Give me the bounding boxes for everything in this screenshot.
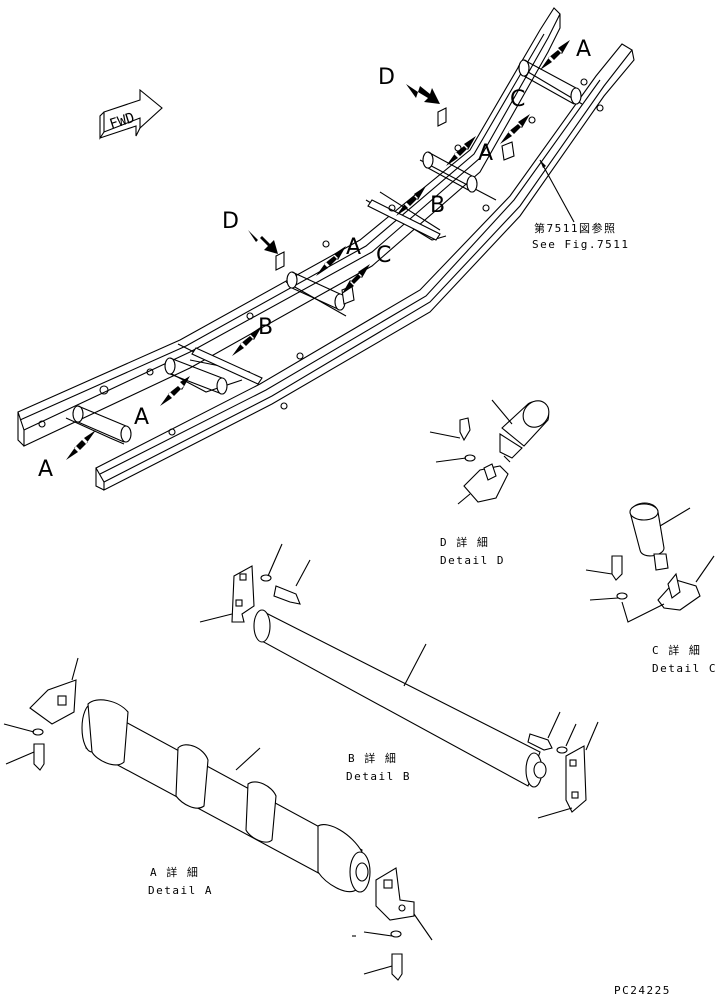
cross-tube-upper bbox=[422, 151, 478, 193]
fwd-arrow-icon bbox=[99, 88, 163, 140]
detail-c-drawing bbox=[585, 502, 715, 623]
callout-a4: A bbox=[478, 141, 493, 166]
detail-c-jp: C 詳 細 bbox=[652, 643, 701, 657]
detail-a-right-bracket bbox=[375, 867, 415, 921]
detail-b-drawing bbox=[199, 543, 599, 819]
detail-a-jp: A 詳 細 bbox=[150, 865, 199, 879]
detail-a-en: Detail A bbox=[148, 884, 213, 897]
arrow-icon-a-top bbox=[540, 40, 570, 70]
figure-code: PC24225 bbox=[614, 984, 671, 997]
detail-b-jp: B 詳 細 bbox=[348, 751, 397, 765]
detail-c-bracket bbox=[657, 579, 701, 611]
detail-d-bracket bbox=[463, 465, 509, 503]
fwd-label: FWD bbox=[108, 110, 137, 133]
plate-cross-member-b2 bbox=[367, 199, 441, 241]
arrow-icon-a-second bbox=[160, 376, 190, 406]
frame-assembly bbox=[17, 7, 635, 491]
detail-d-drawing bbox=[429, 399, 550, 505]
reference-jp: 第7511図参照 bbox=[534, 221, 617, 235]
callout-arrows bbox=[66, 40, 570, 460]
callout-a2: A bbox=[134, 405, 149, 430]
arrow-icon-d-upper bbox=[406, 84, 440, 104]
detail-d-jp: D 詳 細 bbox=[440, 535, 489, 549]
cross-tube-front bbox=[72, 405, 132, 443]
detail-d-bolt bbox=[459, 417, 471, 442]
cross-tube-rear-1 bbox=[164, 357, 228, 395]
arrow-icon-a-upper bbox=[446, 136, 476, 166]
detail-c-bolt bbox=[611, 555, 623, 581]
arrow-icon-b-upper bbox=[396, 186, 426, 216]
arrow-icon-c-upper bbox=[500, 114, 530, 144]
callout-a5: A bbox=[576, 37, 591, 62]
arrow-icon-c-mid bbox=[342, 264, 370, 294]
callout-b1: B bbox=[258, 315, 273, 340]
reference-en: See Fig.7511 bbox=[532, 238, 629, 251]
detail-a-drawing bbox=[3, 657, 433, 981]
right-side-rail bbox=[95, 43, 633, 483]
cross-tube-top bbox=[518, 59, 582, 105]
detail-d-en: Detail D bbox=[440, 554, 505, 567]
callout-c2: C bbox=[510, 87, 525, 112]
arrow-icon-d-lower bbox=[248, 230, 278, 254]
detail-a-left-bracket bbox=[29, 679, 77, 725]
detail-b-tube bbox=[259, 611, 541, 787]
callout-c1: C bbox=[376, 243, 391, 268]
callout-d1: D bbox=[222, 209, 239, 234]
detail-b-left-bolt bbox=[273, 585, 301, 605]
arrow-icon-a-lower bbox=[66, 430, 96, 460]
detail-c-en: Detail C bbox=[652, 662, 717, 675]
cross-tube-mid bbox=[286, 271, 346, 311]
arrow-icon-a-mid bbox=[316, 246, 346, 276]
callout-a3: A bbox=[346, 235, 361, 260]
callout-a1: A bbox=[38, 457, 53, 482]
plate-cross-member-b1 bbox=[191, 347, 263, 385]
callout-b2: B bbox=[430, 193, 445, 218]
detail-b-left-bracket bbox=[231, 565, 255, 623]
detail-b-right-bracket bbox=[565, 745, 587, 813]
detail-a-right-bolt bbox=[391, 953, 403, 981]
detail-b-right-bolt bbox=[527, 733, 553, 751]
detail-b-en: Detail B bbox=[346, 770, 411, 783]
arrow-icon-b-lower bbox=[232, 326, 262, 356]
callout-d2: D bbox=[378, 65, 395, 90]
detail-a-left-bolt bbox=[33, 743, 45, 771]
